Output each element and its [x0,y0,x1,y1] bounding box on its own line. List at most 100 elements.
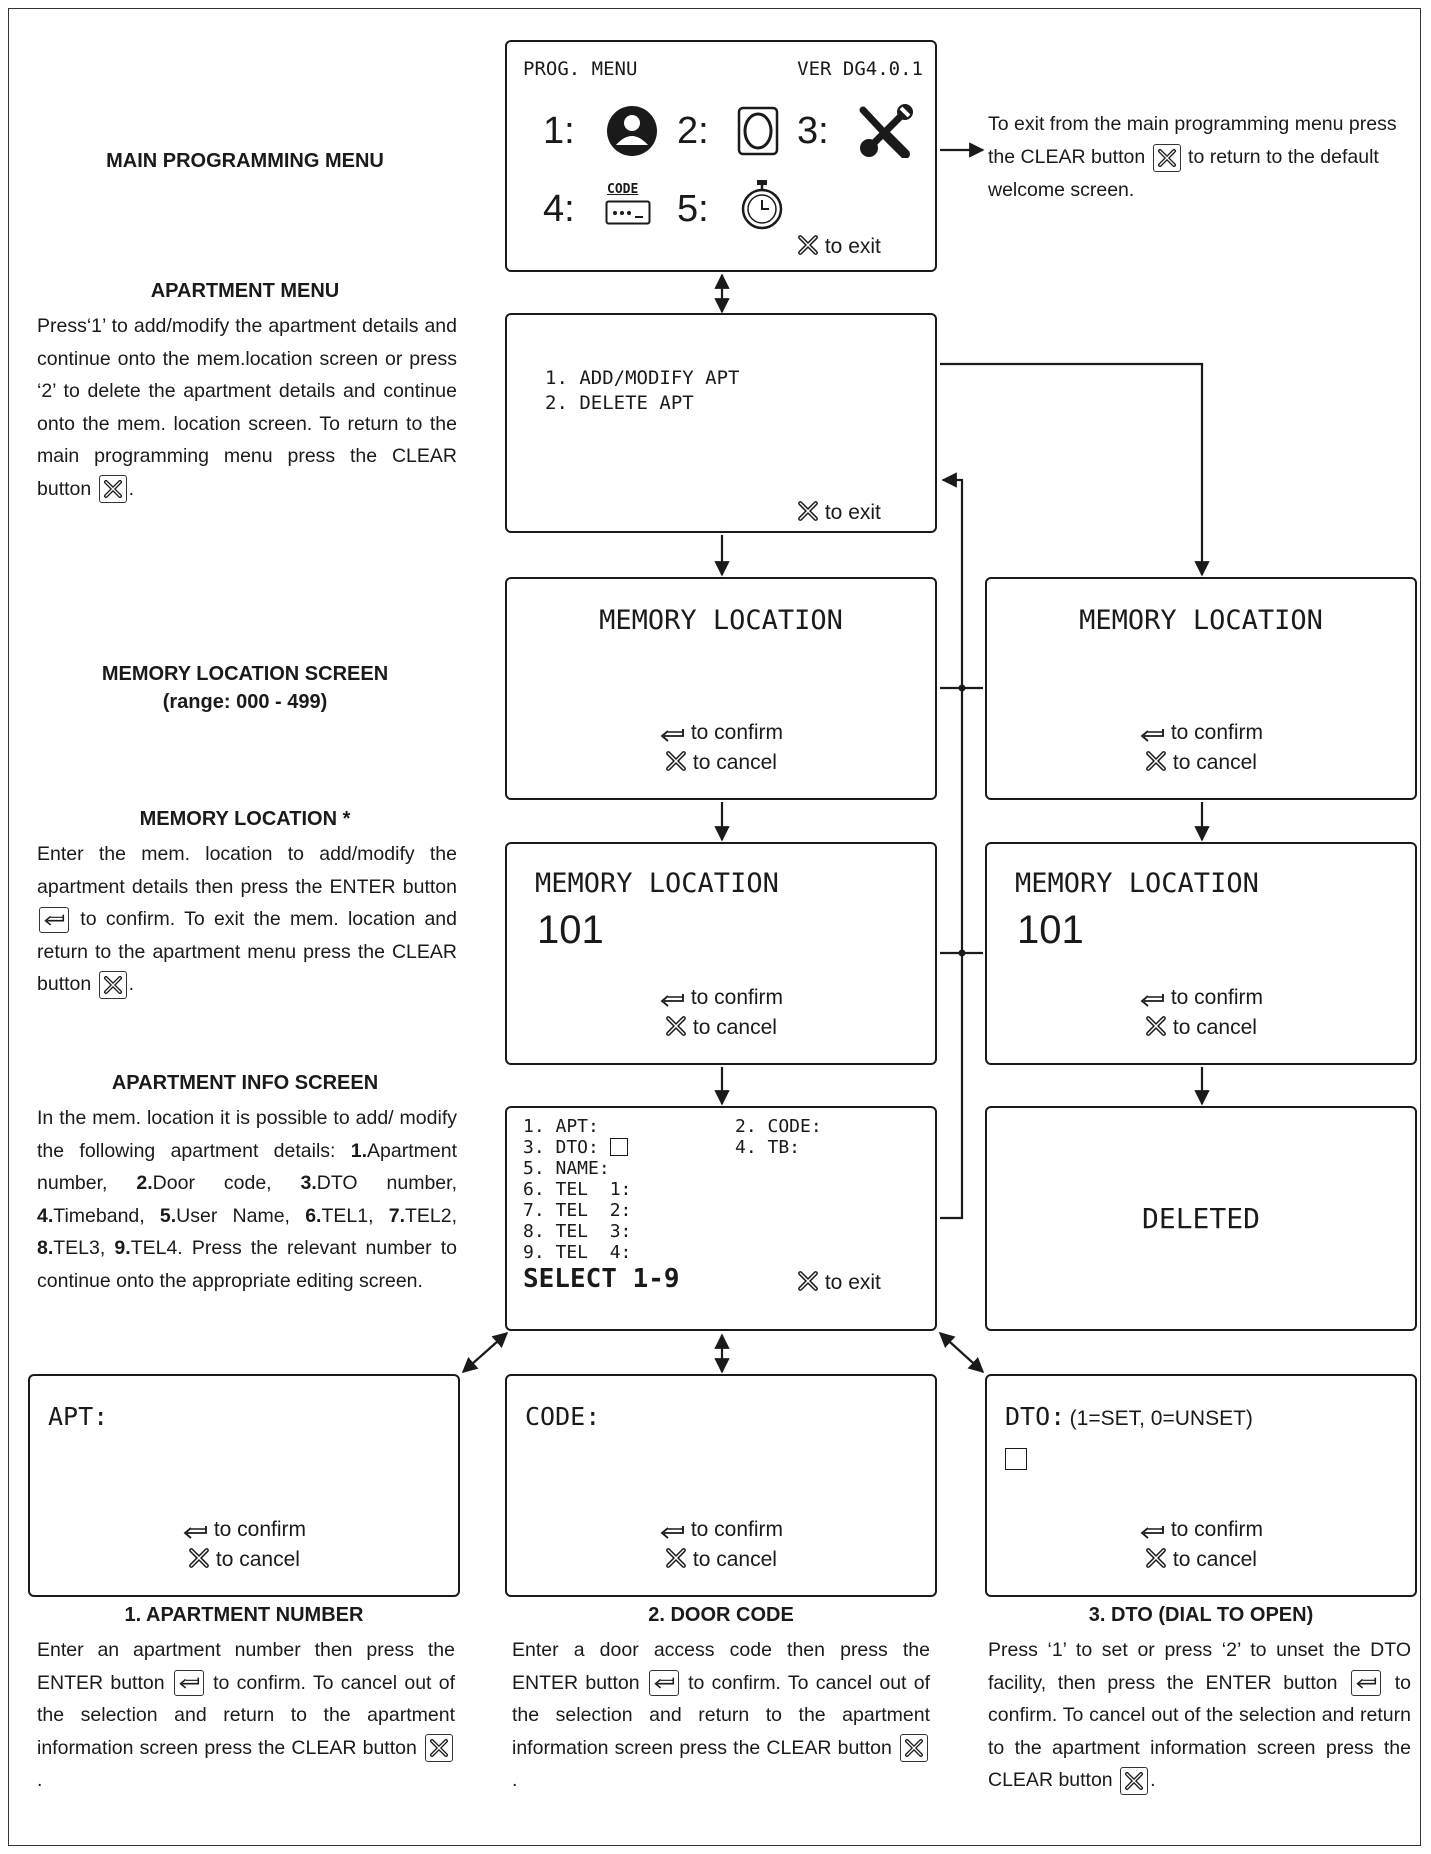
mem-range-text: (range: 000 - 499) [162,691,328,713]
cancel-text: to cancel [692,1016,777,1039]
memory-location-entry-delete: MEMORY LOCATION 101 to confirm to cancel [985,842,1417,1065]
info-tb: 4. TB: [735,1137,801,1158]
menu-item-5-label: 5: [677,188,709,230]
exit-text: to exit [824,235,881,258]
mem-desc-part2: to confirm. To exit the mem. location an… [37,908,457,995]
enter-icon [1139,1523,1165,1539]
cancel-text: to cancel [1172,1016,1257,1039]
wrench-screwdriver-icon [859,104,913,158]
cancel-text: to cancel [692,1548,777,1571]
apartment-menu-screen: 1. ADD/MODIFY APT 2. DELETE APT to exit [505,313,937,533]
enter-icon [182,1523,208,1539]
apartment-menu-desc-text: Press‘1’ to add/modify the apartment det… [37,315,457,500]
mem-title: MEMORY LOCATION [1079,605,1323,636]
menu-item-2-label: 2: [677,110,709,152]
info-n3: 3. [300,1172,317,1194]
info-select: SELECT 1-9 [523,1264,680,1294]
memory-location-screen-add: MEMORY LOCATION to confirm to cancel [505,577,937,800]
cancel-text: to cancel [692,751,777,774]
dto-desc-2: to confirm. To cancel out of the selecti… [988,1671,1412,1792]
cancel-hint: to cancel [30,1545,458,1575]
heading-main-menu: MAIN PROGRAMMING MENU [106,150,384,172]
confirm-text: to confirm [1170,721,1264,744]
code-edit-label: CODE: [525,1402,601,1431]
confirm-text: to confirm [1170,1518,1264,1541]
deleted-text: DELETED [1141,1202,1260,1235]
cancel-text: to cancel [1172,1548,1257,1571]
apt-menu-exit-hint: to exit [797,498,881,528]
dto-checkbox [609,1138,628,1156]
cancel-hint: to cancel [987,748,1415,778]
memory-location-entry-add: MEMORY LOCATION 101 to confirm to cancel [505,842,937,1065]
enter-button-icon [173,1670,204,1697]
dto-edit-screen: DTO: (1=SET, 0=UNSET) to confirm to canc… [985,1374,1417,1597]
prog-menu-exit-hint: to exit [797,232,881,262]
info-tel4: 9. TEL 4: [523,1242,632,1263]
clear-button-icon [425,1734,454,1763]
apt-desc-2: to confirm. To cancel out of the selecti… [37,1671,455,1759]
info-tel1: 6. TEL 1: [523,1179,632,1200]
confirm-text: to confirm [690,1518,784,1541]
mem-desc-part1: Enter the mem. location to add/modify th… [37,843,457,898]
clear-icon [188,1547,210,1569]
info-code: 2. CODE: [735,1116,822,1137]
cancel-hint: to cancel [507,1545,935,1575]
dto-desc-1: Press ‘1’ to set or press ‘2’ to unset t… [988,1639,1411,1694]
cancel-hint: to cancel [507,748,935,778]
mem-value: 101 [537,908,604,952]
info-tel3: 8. TEL 3: [523,1221,632,1242]
clear-button-icon [98,475,127,504]
confirm-text: to confirm [1170,986,1264,1009]
enter-icon [659,991,685,1007]
confirm-text: to confirm [690,986,784,1009]
door-panel-icon [737,106,779,156]
clear-icon [1145,1015,1167,1037]
prog-menu-title: PROG. MENU [523,58,638,80]
memory-location-desc: Enter the mem. location to add/modify th… [37,838,457,1001]
clear-icon [665,1015,687,1037]
mem-title: MEMORY LOCATION [599,605,843,636]
info-t1: Apartment number, [37,1139,457,1195]
info-n1: 1. [350,1139,368,1162]
clear-icon [665,1547,687,1569]
cancel-hint: to cancel [987,1545,1415,1575]
exit-note: To exit from the main programming menu p… [988,108,1411,207]
clear-button-icon [1152,143,1181,172]
deleted-screen: DELETED [985,1106,1417,1331]
info-name: 5. NAME: [523,1158,610,1179]
prog-menu-version: VER DG4.0.1 [797,58,923,80]
dto-desc: Press ‘1’ to set or press ‘2’ to unset t… [988,1634,1411,1797]
dto-edit-header: DTO: (1=SET, 0=UNSET) [1005,1402,1253,1431]
confirm-hint: to confirm [987,718,1415,748]
info-t9: TEL4. [130,1237,183,1259]
info-t8: TEL3, [53,1237,106,1259]
end-dot: . [37,1769,43,1791]
clear-button-icon [98,970,127,999]
apartment-number-desc: Enter an apartment number then press the… [37,1634,455,1797]
heading-apartment-menu: APARTMENT MENU [150,280,340,302]
enter-button-icon [39,906,69,933]
heading-door-code: 2. DOOR CODE [648,1604,794,1626]
apt-edit-screen: APT: to confirm to cancel [28,1374,460,1597]
info-t5: User Name, [176,1204,290,1227]
confirm-hint: to confirm [507,718,935,748]
clear-button-icon [1120,1766,1149,1795]
clear-icon [797,500,819,522]
mem-title: MEMORY LOCATION [1015,868,1259,899]
apt-edit-label: APT: [48,1402,109,1431]
door-code-desc: Enter a door access code then press the … [512,1634,930,1797]
confirm-hint: to confirm [30,1515,458,1545]
mem-screen-heading-text: MEMORY LOCATION SCREEN [101,663,389,685]
clear-icon [797,1270,819,1292]
apartment-menu-desc: Press‘1’ to add/modify the apartment det… [37,310,457,505]
info-t7: TEL2, [404,1204,458,1227]
cancel-text: to cancel [1172,751,1257,774]
confirm-text: to confirm [690,721,784,744]
clear-icon [1145,1547,1167,1569]
enter-icon [1139,726,1165,742]
cancel-hint: to cancel [987,1013,1415,1043]
prog-menu-screen: PROG. MENU VER DG4.0.1 1: 2: 3: 4: CODE … [505,40,937,272]
confirm-hint: to confirm [507,1515,935,1545]
clear-icon [1145,750,1167,772]
info-dto: 3. DTO: [523,1137,628,1158]
